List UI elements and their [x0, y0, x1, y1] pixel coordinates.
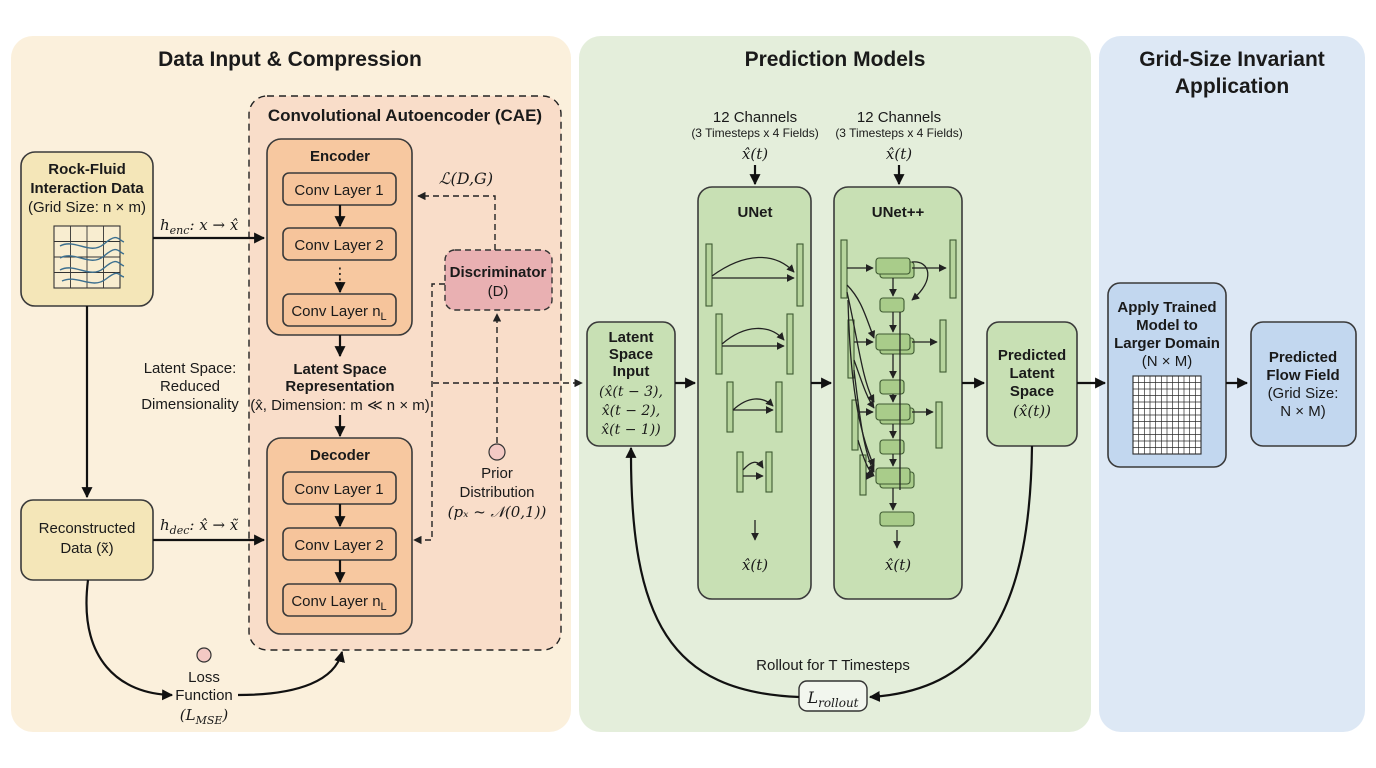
predicted-flow-line4: N × M): [1280, 403, 1325, 420]
apply-model-line2: Model to: [1136, 317, 1198, 334]
latent-rep-line1: Latent Space: [293, 361, 386, 378]
discriminator-sub: (D): [488, 283, 509, 300]
loss-node: [196, 647, 212, 663]
predicted-flow-line3: (Grid Size:: [1268, 385, 1339, 402]
predicted-to-rollout-arrow: [868, 445, 1034, 702]
latent-rep-line3: (x̂, Dimension: m ≪ n × m): [250, 397, 430, 414]
encoder-conv-layer-2: [282, 227, 397, 261]
latent-note-line1: Latent Space:: [144, 360, 237, 377]
large-grid-icon: [1132, 375, 1202, 455]
unet-box: [697, 186, 812, 600]
reconstructed-line2: Data (x̃): [60, 540, 113, 557]
loss-to-cae-arrow: [237, 650, 345, 697]
apply-model-line1: Apply Trained: [1117, 299, 1216, 316]
unet-channels-line1: 12 Channels: [713, 109, 797, 126]
latent-rep-line2: Representation: [285, 378, 394, 395]
rock-fluid-line1: Rock-Fluid: [48, 161, 126, 178]
encoder-ellipsis: ⋮: [332, 266, 348, 283]
latent-note-line3: Dimensionality: [141, 396, 239, 413]
rock-fluid-line3: (Grid Size: n × m): [28, 199, 146, 216]
panel-input-title: Data Input & Compression: [158, 48, 422, 71]
rock-fluid-grid-icon: [53, 225, 125, 289]
latent-note-line2: Reduced: [160, 378, 220, 395]
unetpp-architecture-icon: [840, 239, 957, 549]
latent-input-line4: (x̂(t − 3),: [599, 384, 663, 400]
latent-input-line5: x̂(t − 2),: [602, 403, 660, 419]
decoder-conv-layer-n: [282, 583, 397, 617]
unet-input-label: x̂(t): [742, 145, 768, 163]
predicted-latent-line4: (x̂(t)): [1013, 402, 1051, 420]
unet-title: UNet: [737, 204, 772, 221]
discriminator-title: Discriminator: [450, 264, 547, 281]
panel-prediction-title: Prediction Models: [745, 48, 926, 71]
encoder-title: Encoder: [310, 148, 370, 165]
rollout-label: Rollout for T Timesteps: [756, 657, 910, 674]
disc-to-decoder-dashed: [413, 283, 445, 545]
predicted-flow-box: [1250, 321, 1357, 447]
predicted-latent-line3: Space: [1010, 383, 1054, 400]
unetpp-output-label: x̂(t): [885, 556, 911, 574]
rollout-loss-label: Lrollout: [806, 688, 858, 710]
loss-line2: Function: [175, 687, 233, 704]
predicted-latent-line2: Latent: [1010, 365, 1055, 382]
unetpp-channels-line1: 12 Channels: [857, 109, 941, 126]
predicted-flow-line2: Flow Field: [1266, 367, 1339, 384]
prior-line3: (pₓ ~ 𝒩(0,1)): [448, 503, 547, 521]
unet-output-label: x̂(t): [742, 556, 768, 574]
unet-channels-line2: (3 Timesteps x 4 Fields): [691, 126, 818, 140]
latent-input-line1: Latent: [609, 329, 654, 346]
decoder-title: Decoder: [310, 447, 370, 464]
reconstructed-to-loss-arrow: [85, 579, 174, 701]
panel-application-title-line2: Application: [1175, 75, 1289, 98]
h-dec-label: hdec: x̂ → x̃: [160, 516, 239, 537]
reconstructed-line1: Reconstructed: [39, 520, 136, 537]
prior-node: [488, 443, 506, 461]
decoder-conv-layer-2-label: Conv Layer 2: [294, 537, 383, 554]
decoder-conv-layer-1-label: Conv Layer 1: [294, 481, 383, 498]
h-enc-label: henc: x → x̂: [160, 216, 239, 237]
unetpp-input-label: x̂(t): [886, 145, 912, 163]
unetpp-channels-line2: (3 Timesteps x 4 Fields): [835, 126, 962, 140]
latent-input-line3: Input: [613, 363, 650, 380]
rock-fluid-line2: Interaction Data: [30, 180, 144, 197]
predicted-latent-line1: Predicted: [998, 347, 1066, 364]
prior-line2: Distribution: [459, 484, 534, 501]
prior-line1: Prior: [481, 465, 513, 482]
panel-application-title-line1: Grid-Size Invariant: [1139, 48, 1325, 71]
unet-architecture-icon: [705, 243, 804, 541]
gan-loss-label: ℒ(D,G): [439, 169, 493, 188]
latent-input-line2: Space: [609, 346, 653, 363]
encoder-conv-layer-n-label: Conv Layer nL: [291, 303, 386, 323]
cae-title: Convolutional Autoencoder (CAE): [268, 106, 542, 125]
rollout-to-input-arrow: [625, 446, 800, 699]
apply-model-line4: (N × M): [1142, 353, 1192, 370]
apply-model-line3: Larger Domain: [1114, 335, 1220, 352]
predicted-flow-line1: Predicted: [1269, 349, 1337, 366]
unetpp-title: UNet++: [872, 204, 925, 221]
decoder-conv-layer-n-label: Conv Layer nL: [291, 593, 386, 613]
encoder-conv-layer-n: [282, 293, 397, 327]
discriminator-box: [444, 249, 553, 311]
loss-line3: (LMSE): [180, 706, 229, 727]
loss-line1: Loss: [188, 669, 220, 686]
encoder-conv-layer-1-label: Conv Layer 1: [294, 182, 383, 199]
encoder-conv-layer-2-label: Conv Layer 2: [294, 237, 383, 254]
disc-to-encoder-dashed: [417, 191, 496, 250]
latent-input-line6: x̂(t − 1)): [601, 422, 660, 438]
